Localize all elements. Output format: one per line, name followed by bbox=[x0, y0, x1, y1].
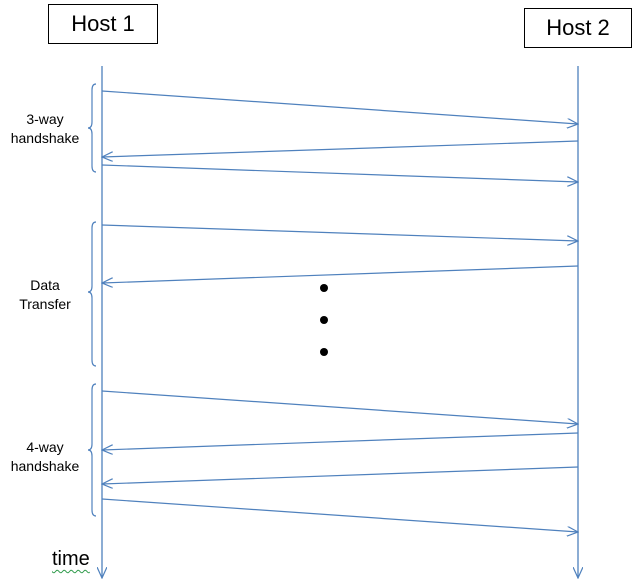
phase-label-3way-handshake: 3-way handshake bbox=[0, 110, 90, 148]
host1-box: Host 1 bbox=[48, 4, 158, 44]
host2-label: Host 2 bbox=[546, 15, 610, 40]
host1-label: Host 1 bbox=[71, 11, 135, 36]
message-arrow bbox=[102, 140, 579, 157]
phase-label-line: Data bbox=[30, 277, 60, 293]
time-axis-label: time bbox=[52, 548, 90, 570]
message-arrow bbox=[102, 265, 579, 283]
message-arrow bbox=[101, 390, 578, 424]
phase-label-line: handshake bbox=[10, 458, 80, 474]
ellipsis-dot bbox=[320, 284, 328, 292]
phase-label-line: handshake bbox=[10, 130, 80, 146]
phase-label-data-transfer: Data Transfer bbox=[8, 276, 82, 314]
message-arrow bbox=[102, 466, 579, 484]
message-arrow bbox=[101, 224, 578, 241]
bracket-4way-handshake bbox=[87, 383, 97, 517]
host2-box: Host 2 bbox=[524, 8, 632, 48]
phase-label-4way-handshake: 4-way handshake bbox=[0, 438, 90, 476]
phase-label-line: Transfer bbox=[19, 296, 71, 312]
ellipsis-dot bbox=[320, 348, 328, 356]
message-arrow bbox=[101, 498, 578, 532]
message-arrow bbox=[102, 432, 579, 450]
phase-label-line: 3-way bbox=[26, 111, 64, 127]
message-arrow bbox=[101, 90, 578, 124]
message-arrow bbox=[101, 164, 578, 182]
bracket-data-transfer bbox=[87, 221, 97, 367]
ellipsis-dot bbox=[320, 316, 328, 324]
bracket-3way-handshake bbox=[87, 83, 97, 173]
phase-label-line: 4-way bbox=[26, 439, 64, 455]
